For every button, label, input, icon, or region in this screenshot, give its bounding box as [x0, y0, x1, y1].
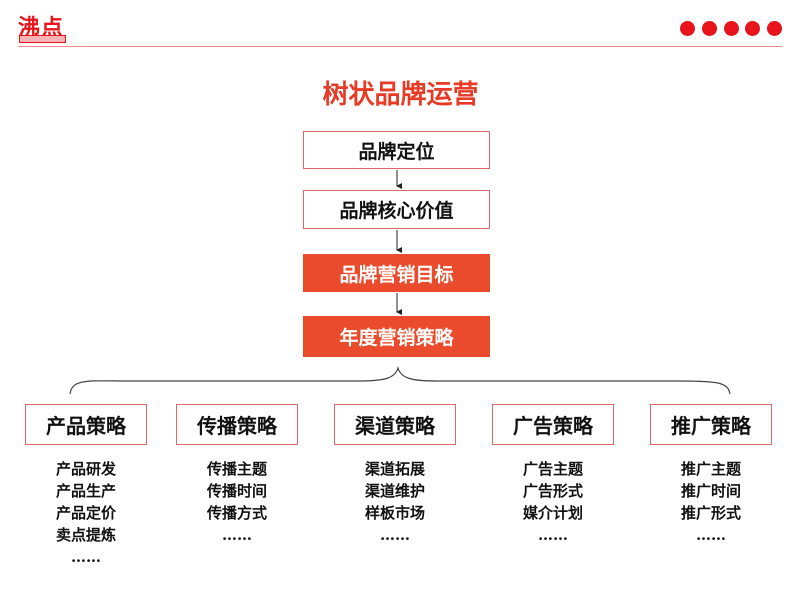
strategy-list-promotion: 推广主题 推广时间 推广形式 …… [650, 458, 772, 546]
strategy-list-product: 产品研发 产品生产 产品定价 卖点提炼 …… [25, 458, 147, 568]
decor-dot [767, 21, 782, 36]
list-item: 推广形式 [680, 504, 741, 522]
strategy-box-communication: 传播策略 [176, 404, 298, 445]
strategy-box-advertising: 广告策略 [492, 404, 614, 445]
header-divider [18, 46, 782, 47]
logo-subtitle-mark [19, 35, 66, 43]
chain-box-marketing-goal: 品牌营销目标 [303, 254, 490, 292]
decor-dot [680, 21, 695, 36]
list-item: 推广时间 [680, 482, 741, 500]
list-item: 产品生产 [55, 482, 116, 500]
chain-box-annual-strategy: 年度营销策略 [303, 316, 490, 357]
list-item: …… [696, 526, 726, 544]
list-item: 传播主题 [206, 460, 267, 478]
strategy-box-promotion: 推广策略 [650, 404, 772, 445]
strategy-list-channel: 渠道拓展 渠道维护 样板市场 …… [334, 458, 456, 546]
list-item: 卖点提炼 [55, 526, 116, 544]
list-item: 渠道拓展 [364, 460, 425, 478]
chain-box-core-value: 品牌核心价值 [303, 190, 490, 229]
chain-box-brand-positioning: 品牌定位 [303, 131, 490, 169]
strategy-list-communication: 传播主题 传播时间 传播方式 …… [176, 458, 298, 546]
strategy-box-channel: 渠道策略 [334, 404, 456, 445]
list-item: 传播时间 [206, 482, 267, 500]
page-title: 树状品牌运营 [322, 80, 479, 110]
decor-dot [702, 21, 717, 36]
list-item: …… [538, 526, 568, 544]
list-item: 样板市场 [364, 504, 425, 522]
list-item: 产品定价 [55, 504, 116, 522]
list-item: …… [222, 526, 252, 544]
decor-dot [745, 21, 760, 36]
strategy-list-advertising: 广告主题 广告形式 媒介计划 …… [492, 458, 614, 546]
list-item: 渠道维护 [364, 482, 425, 500]
list-item: …… [71, 548, 101, 566]
list-item: …… [380, 526, 410, 544]
brace [69, 365, 731, 395]
list-item: 推广主题 [680, 460, 741, 478]
strategy-box-product: 产品策略 [25, 404, 147, 445]
list-item: 产品研发 [55, 460, 116, 478]
list-item: 广告形式 [522, 482, 583, 500]
list-item: 传播方式 [206, 504, 267, 522]
list-item: 媒介计划 [522, 504, 583, 522]
decor-dot [724, 21, 739, 36]
list-item: 广告主题 [522, 460, 583, 478]
